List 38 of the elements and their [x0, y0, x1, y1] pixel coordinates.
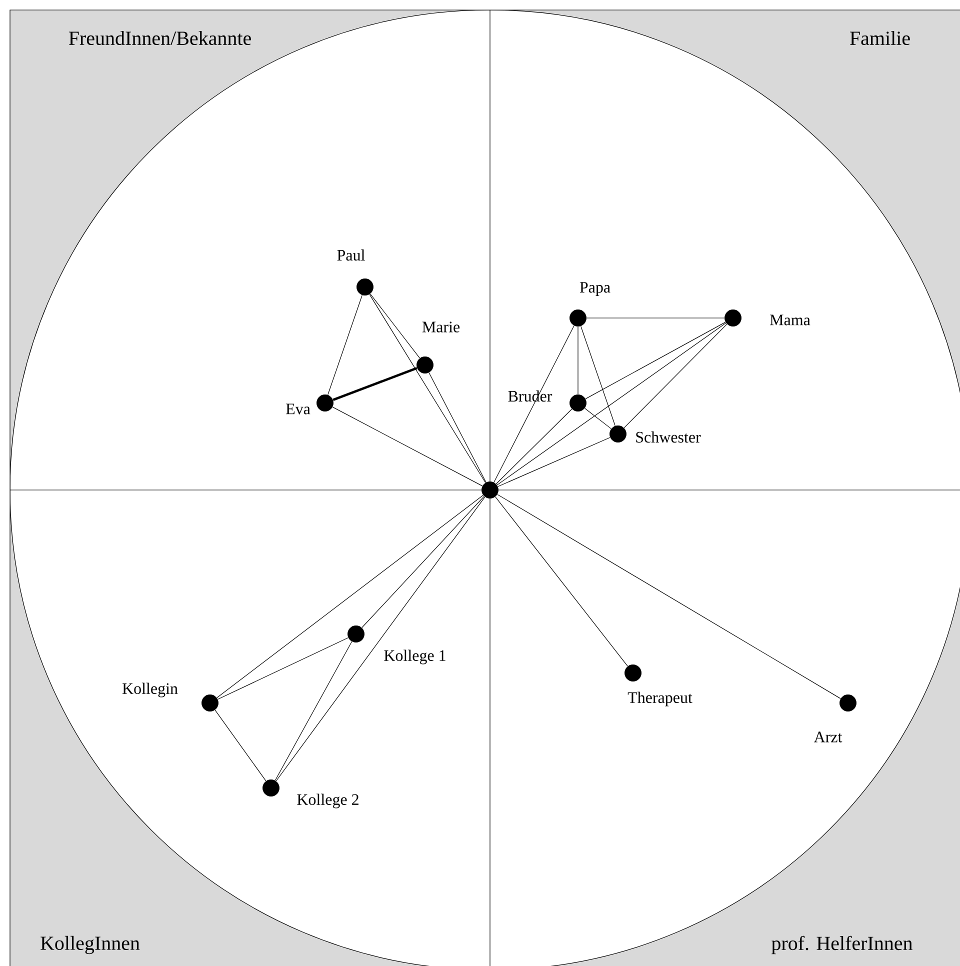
dot	[482, 482, 498, 498]
quadrant-label: KollegInnen	[40, 936, 140, 954]
node-label: Arzt	[814, 732, 842, 742]
connector	[496, 408, 572, 484]
connector	[428, 372, 486, 483]
connector	[274, 641, 352, 781]
quadrant-label: FreundInnen/Bekannte	[68, 30, 251, 46]
connector	[580, 326, 616, 426]
connector	[498, 437, 610, 487]
node-label: Kollegin	[122, 682, 178, 698]
connector	[369, 294, 486, 483]
connector	[497, 494, 841, 699]
connector	[585, 322, 726, 400]
connector	[218, 637, 348, 700]
node-label: Mama	[770, 314, 810, 326]
node-label: Therapeut	[628, 692, 692, 706]
node-label: Kollege 2	[297, 794, 358, 808]
connector	[584, 408, 612, 429]
node-label: Eva	[286, 404, 310, 414]
connector	[328, 294, 362, 396]
node-label: Marie	[422, 322, 460, 332]
connector	[494, 325, 574, 483]
node-label: Schwester	[636, 431, 701, 443]
connector	[332, 366, 418, 402]
node-label: Kollege 1	[384, 650, 446, 664]
node-label: Paul	[337, 249, 365, 261]
connector	[624, 324, 728, 428]
connector	[495, 496, 628, 666]
quadrant-label: prof. HelferInnen	[772, 936, 912, 954]
connector	[362, 496, 484, 628]
connector	[332, 406, 483, 486]
node-label: Papa	[580, 282, 610, 296]
connector	[496, 322, 726, 486]
connector	[216, 494, 484, 698]
connector	[370, 294, 420, 358]
quadrant-label: Familie	[850, 30, 910, 46]
connector	[276, 496, 486, 782]
connector	[214, 710, 266, 782]
